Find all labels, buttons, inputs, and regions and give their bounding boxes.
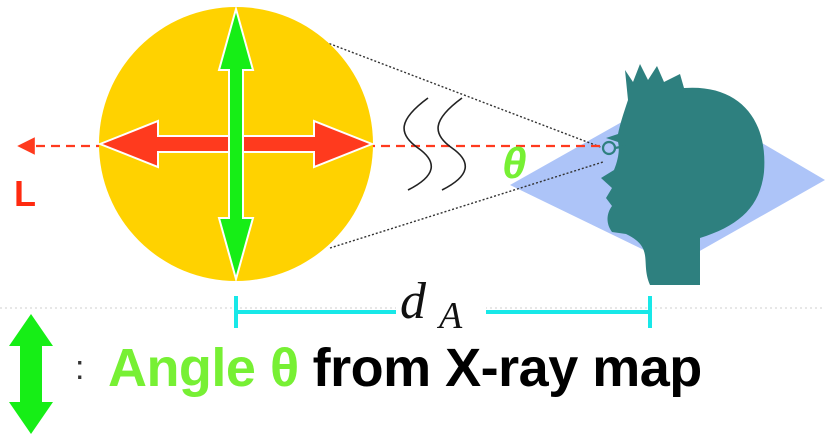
double-arrow-icon — [9, 314, 53, 434]
legend-rest: from X-ray map — [312, 338, 703, 398]
major-axis-arrow — [217, 5, 255, 283]
legend-highlight: Angle θ — [107, 338, 299, 398]
legend-caption: : Angle θ from X-ray map — [75, 333, 702, 403]
distance-label-backdrop — [396, 286, 486, 330]
squiggle-break-icon — [403, 97, 467, 191]
distance-label: d A — [400, 273, 463, 337]
head-silhouette-icon — [601, 64, 765, 285]
angle-label: θ — [502, 139, 527, 188]
distance-label-subscript: A — [436, 295, 463, 337]
glasses-icon — [601, 140, 627, 156]
legend-colon: : — [75, 348, 84, 387]
distance-label-main: d — [400, 273, 427, 330]
length-label: L — [14, 173, 36, 214]
